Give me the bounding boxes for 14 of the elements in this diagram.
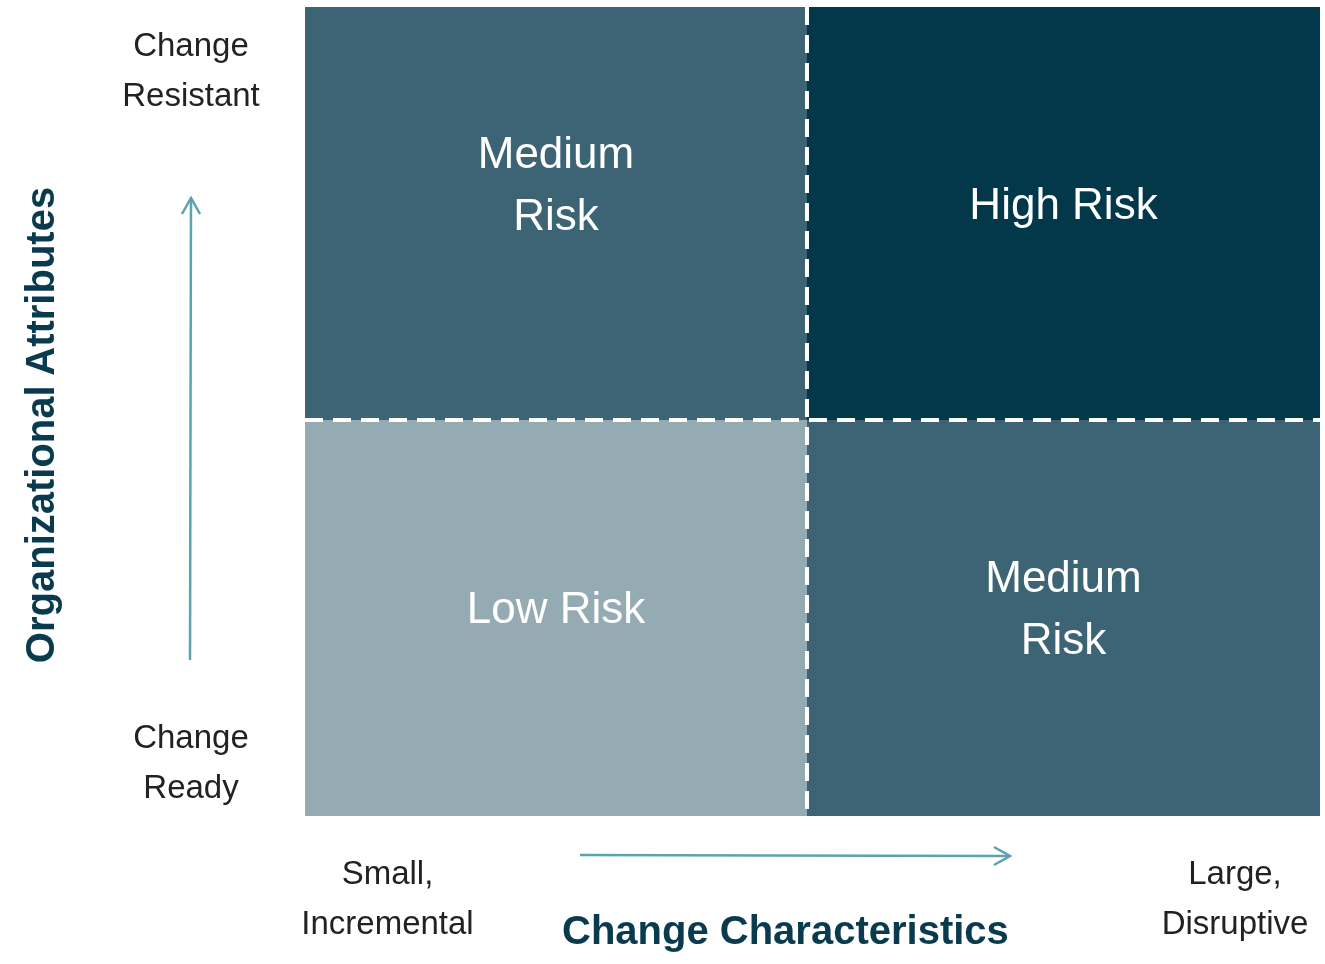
quadrant-box [305, 420, 807, 816]
axis-title: Organizational Attributes [17, 186, 63, 664]
quadrant-box [305, 7, 807, 420]
risk-label: High Risk [969, 177, 1158, 230]
risk-label: Medium Risk [476, 126, 636, 241]
risk-label: Low Risk [466, 582, 646, 635]
axis-end-label: Change Resistant [121, 25, 261, 115]
axis-end-label: Change Ready [132, 717, 250, 807]
axis-title: Change Characteristics [562, 908, 1009, 953]
axis-end-label: Large, Disruptive [1160, 853, 1310, 943]
risk-label: Medium Risk [984, 551, 1143, 665]
axis-end-label: Small, Incremental [300, 853, 475, 943]
quadrant-box [807, 7, 1320, 420]
quadrant-box [807, 420, 1320, 816]
